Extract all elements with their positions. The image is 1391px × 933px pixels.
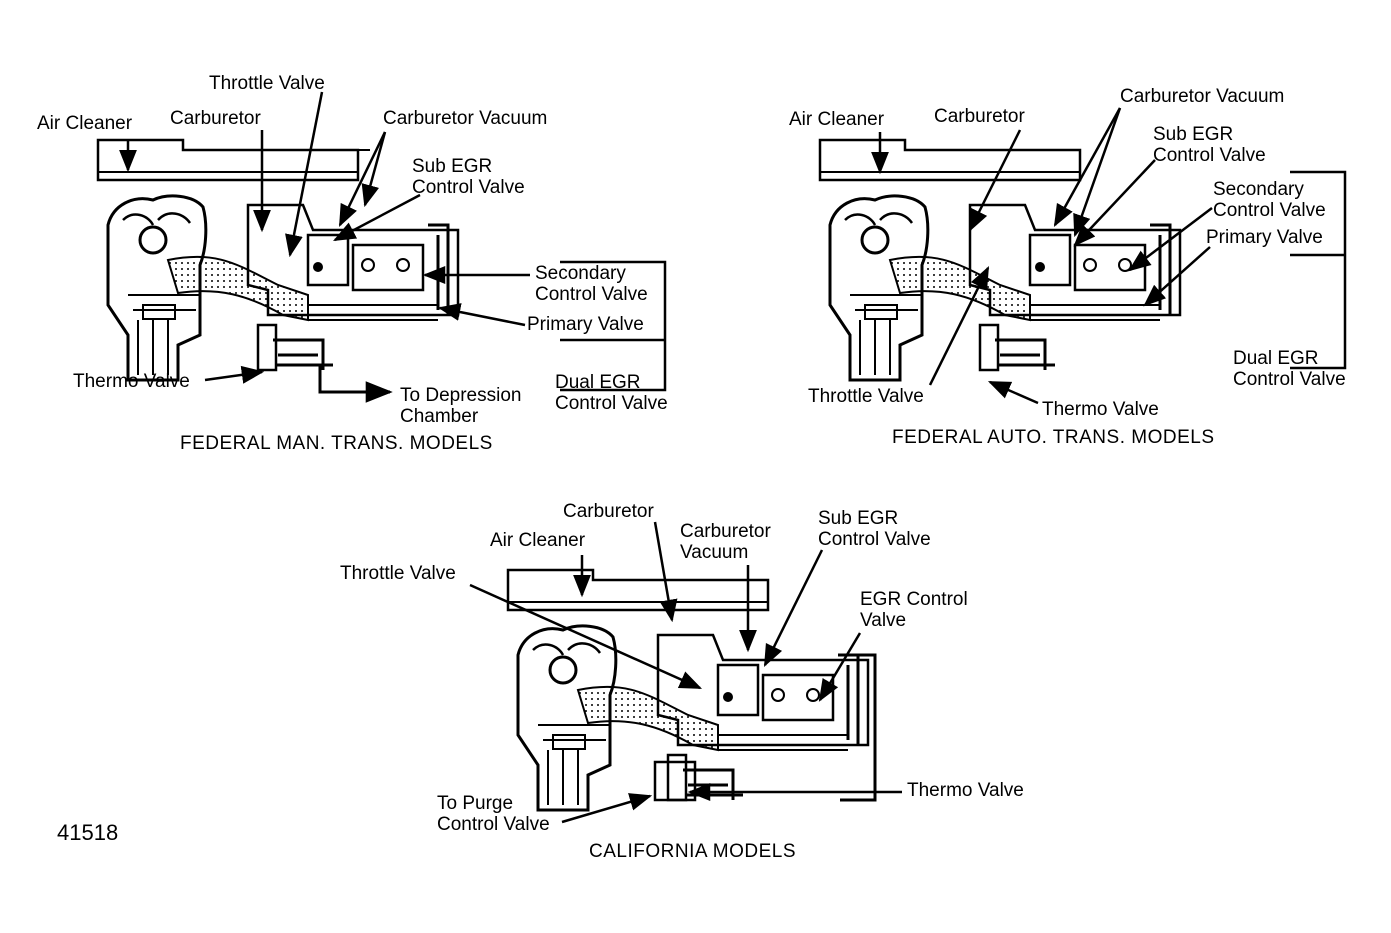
label-carburetor-vacuum-2: Vacuum — [680, 542, 749, 563]
label-secondary: Secondary — [535, 263, 626, 284]
label-primary-valve: Primary Valve — [1206, 227, 1323, 248]
label-secondary-2: Control Valve — [535, 284, 648, 305]
label-sub-egr-2: Control Valve — [818, 529, 931, 550]
caption-federal-auto: FEDERAL AUTO. TRANS. MODELS — [892, 427, 1215, 448]
label-carburetor: Carburetor — [934, 106, 1025, 127]
label-primary-valve: Primary Valve — [527, 314, 644, 335]
label-thermo-valve: Thermo Valve — [73, 371, 190, 392]
label-sub-egr: Sub EGR — [1153, 124, 1234, 145]
caption-federal-manual: FEDERAL MAN. TRANS. MODELS — [180, 433, 493, 454]
label-depression: To Depression — [400, 385, 522, 406]
label-carburetor-vacuum: Carburetor — [680, 521, 771, 542]
label-throttle-valve: Throttle Valve — [340, 563, 456, 584]
label-purge-2: Control Valve — [437, 814, 550, 835]
label-sub-egr-2: Control Valve — [412, 177, 525, 198]
label-carburetor-vacuum: Carburetor Vacuum — [383, 108, 548, 129]
label-purge: To Purge — [437, 793, 514, 814]
label-depression-2: Chamber — [400, 406, 479, 427]
label-carburetor-vacuum: Carburetor Vacuum — [1120, 86, 1285, 107]
label-sub-egr: Sub EGR — [818, 508, 899, 529]
label-air-cleaner: Air Cleaner — [37, 113, 133, 134]
label-dual-egr-2: Control Valve — [555, 393, 668, 414]
label-sub-egr-2: Control Valve — [1153, 145, 1266, 166]
caption-california: CALIFORNIA MODELS — [589, 841, 796, 862]
label-secondary: Secondary — [1213, 179, 1304, 200]
label-sub-egr: Sub EGR — [412, 156, 493, 177]
label-egr-control-2: Valve — [860, 610, 907, 631]
label-carburetor: Carburetor — [563, 501, 654, 522]
label-throttle-valve: Throttle Valve — [808, 386, 924, 407]
label-carburetor: Carburetor — [170, 108, 261, 129]
label-air-cleaner: Air Cleaner — [789, 109, 885, 130]
label-secondary-2: Control Valve — [1213, 200, 1326, 221]
figure-number: 41518 — [57, 820, 119, 845]
label-thermo-valve: Thermo Valve — [907, 780, 1024, 801]
label-dual-egr: Dual EGR — [555, 372, 641, 393]
label-throttle-valve: Throttle Valve — [209, 73, 325, 94]
label-dual-egr-2: Control Valve — [1233, 369, 1346, 390]
label-egr-control: EGR Control — [860, 589, 968, 610]
label-air-cleaner: Air Cleaner — [490, 530, 586, 551]
label-thermo-valve: Thermo Valve — [1042, 399, 1159, 420]
label-dual-egr: Dual EGR — [1233, 348, 1319, 369]
